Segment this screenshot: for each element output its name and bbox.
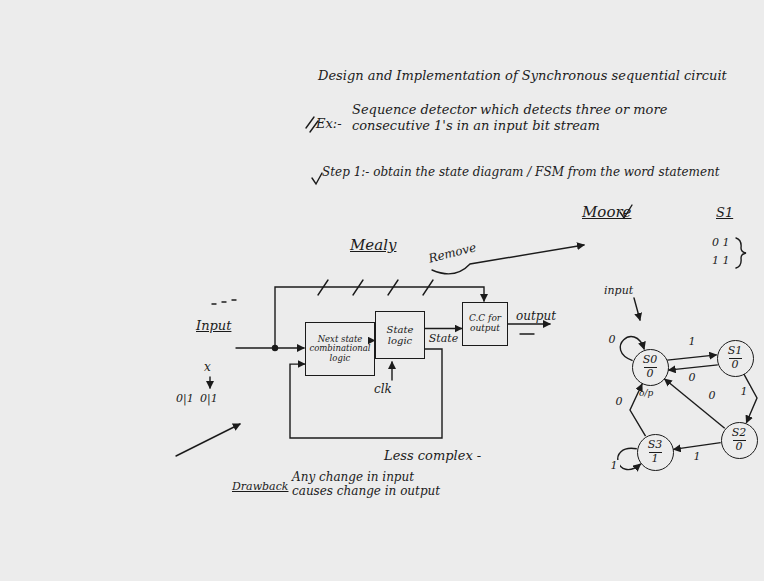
- edge-label: 0: [707, 390, 718, 402]
- strike-marks: [318, 280, 433, 295]
- model-name: Moore: [582, 203, 631, 221]
- edge-label: State: [427, 333, 460, 345]
- signal-name: x: [204, 360, 211, 374]
- signal-name: output: [516, 309, 556, 323]
- tick: [312, 173, 322, 184]
- edge-label: 1: [609, 460, 620, 472]
- brace: [736, 238, 746, 268]
- node-text: S1: [728, 345, 743, 357]
- table-row: 1 1: [712, 254, 730, 267]
- note: Less complex -: [384, 448, 481, 464]
- arrow-line: [176, 424, 240, 456]
- problem-statement: Sequence detector which detects three or…: [352, 102, 744, 133]
- step-note: Step 1:- obtain the state diagram / FSM …: [322, 165, 760, 179]
- node-text: State logic: [379, 324, 421, 346]
- bit-label: 0|1: [200, 392, 218, 405]
- node-text: S3: [648, 439, 663, 451]
- connector: [667, 355, 717, 360]
- edge-label: 0: [614, 396, 625, 408]
- arrow-line: [209, 377, 210, 388]
- edge-label: 1: [687, 336, 698, 348]
- signal-name: input: [604, 284, 633, 297]
- title: Design and Implementation of Synchronous…: [318, 68, 727, 84]
- connector: [668, 365, 718, 370]
- logic-box: C.C for output: [462, 302, 508, 346]
- connector: [425, 328, 462, 329]
- example-mark: Ex:-: [316, 116, 342, 132]
- state-circle: S20: [721, 422, 758, 459]
- output-value: 0: [644, 367, 657, 380]
- output-wire: [508, 323, 550, 324]
- state-circle: S10: [717, 340, 754, 377]
- connector: [620, 337, 644, 361]
- node-text: S2: [732, 427, 747, 439]
- model-name: Mealy: [350, 236, 396, 254]
- bit-label: 0|1: [176, 392, 194, 405]
- signal-name: Input: [196, 318, 231, 334]
- logic-box: Next state combinational logic: [305, 322, 375, 376]
- output-value: 0: [733, 440, 746, 453]
- state-circle: S31: [637, 434, 674, 471]
- node-text: Next state combinational logic: [309, 335, 371, 363]
- input-pointer: [634, 298, 640, 320]
- output-note: o/p: [639, 388, 653, 399]
- output-value: 0: [729, 358, 742, 371]
- edge-label: 0: [687, 372, 698, 384]
- connector: [673, 443, 720, 450]
- connector: [290, 349, 442, 438]
- edge-label: 0: [607, 334, 618, 346]
- state-name: S1: [716, 205, 733, 221]
- node-text: S0: [643, 354, 658, 366]
- clk-wire: [391, 362, 392, 380]
- dots: [212, 300, 236, 304]
- state-circle: S00: [632, 349, 669, 386]
- note-heading: Drawback: [232, 480, 288, 493]
- table-row: 0 1: [712, 236, 730, 249]
- connector: [664, 379, 724, 429]
- connector: [744, 374, 757, 423]
- bypass-wire: [275, 287, 484, 348]
- input-wire: [236, 347, 304, 348]
- note: Any change in input causes change in out…: [292, 470, 457, 499]
- logic-box: State logic: [375, 311, 425, 359]
- edge-label: 1: [739, 386, 750, 398]
- underline: [520, 333, 534, 334]
- node-text: C.C for output: [466, 314, 504, 334]
- output-value: 1: [649, 452, 662, 465]
- note: Remove: [427, 240, 478, 266]
- signal-name: clk: [374, 382, 392, 396]
- edge-label: 1: [692, 451, 703, 463]
